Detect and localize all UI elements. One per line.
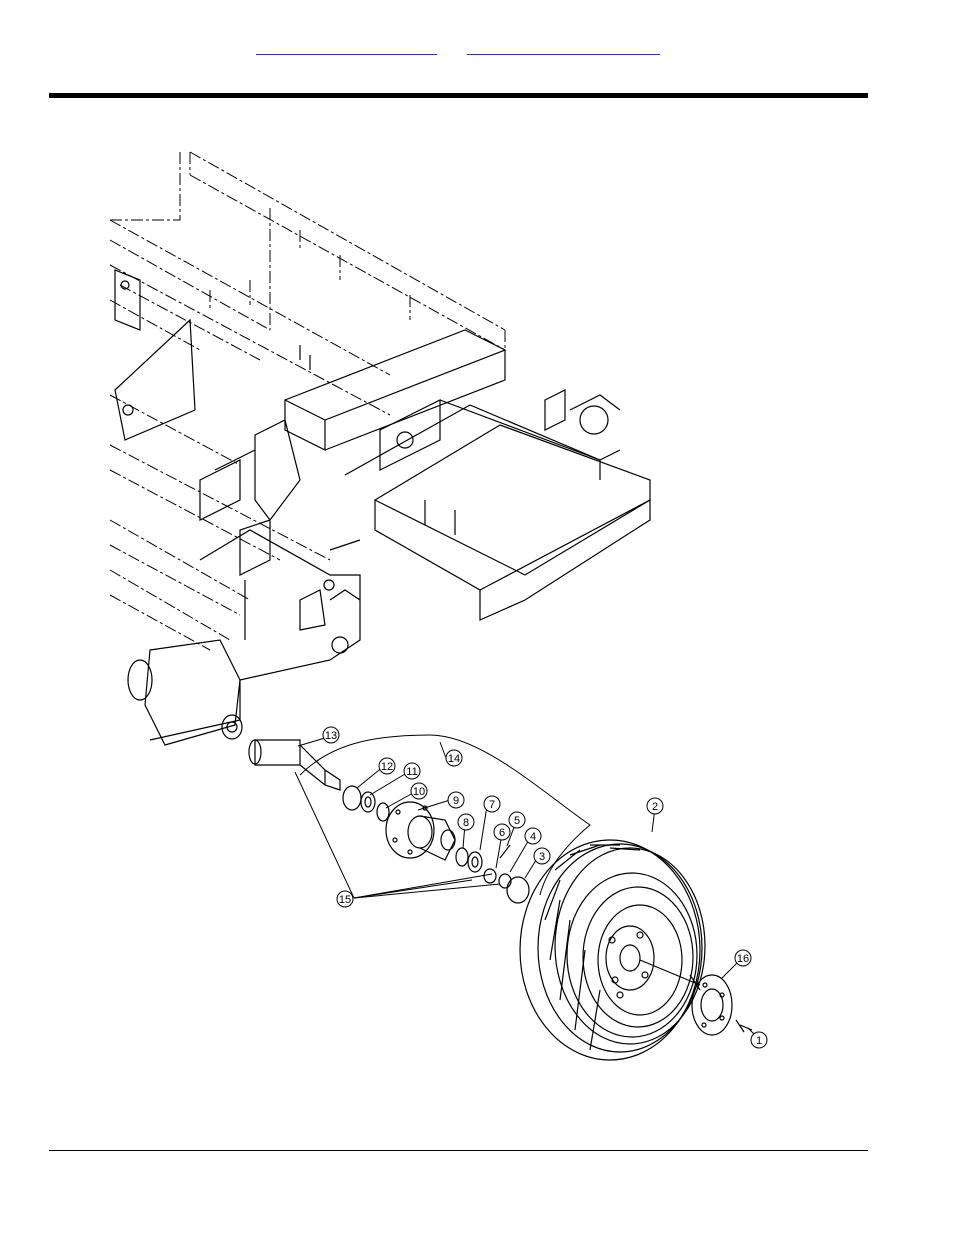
frame-solid-lines [115, 270, 650, 745]
callout-7: 7 [484, 796, 500, 812]
clamp-plate-16 [692, 975, 752, 1035]
callout-15: 15 [337, 891, 353, 907]
svg-text:5: 5 [514, 815, 520, 827]
cup-8 [456, 848, 468, 866]
spindle-part [249, 740, 340, 790]
callout-12: 12 [379, 758, 395, 774]
callout-16: 16 [735, 950, 751, 966]
callout-2: 2 [647, 798, 663, 814]
pin-5 [500, 845, 510, 858]
svg-text:9: 9 [453, 795, 459, 807]
seal-12 [343, 786, 361, 810]
exploded-parts-diagram: 13 14 12 11 10 9 7 8 5 6 4 3 2 15 16 1 [108, 140, 778, 1075]
callout-8: 8 [458, 814, 474, 830]
svg-text:13: 13 [325, 730, 337, 742]
callout-6: 6 [494, 824, 510, 840]
svg-text:16: 16 [737, 953, 749, 965]
header-link-2[interactable] [467, 38, 660, 55]
bearing-7 [468, 852, 482, 872]
top-rule [49, 93, 868, 98]
svg-text:14: 14 [448, 753, 460, 765]
callout-bubbles: 13 14 12 11 10 9 7 8 5 6 4 3 2 15 16 1 [323, 727, 767, 1048]
wheel-tire [520, 840, 705, 1060]
bottom-rule [49, 1150, 868, 1151]
callout-9: 9 [448, 792, 464, 808]
svg-text:8: 8 [463, 817, 469, 829]
cap-3 [507, 877, 529, 903]
callout-10: 10 [411, 783, 427, 799]
svg-text:1: 1 [756, 1035, 762, 1047]
cup-10 [377, 803, 389, 821]
svg-text:7: 7 [489, 799, 495, 811]
svg-text:6: 6 [499, 827, 505, 839]
callout-1: 1 [751, 1032, 767, 1048]
bearing-11 [361, 792, 375, 812]
svg-text:4: 4 [530, 831, 536, 843]
svg-text:11: 11 [406, 766, 417, 778]
svg-text:3: 3 [539, 851, 545, 863]
callout-5: 5 [509, 812, 525, 828]
svg-text:12: 12 [381, 761, 393, 773]
callout-14: 14 [446, 750, 462, 766]
nut-4 [499, 874, 511, 888]
callout-3: 3 [534, 848, 550, 864]
frame-phantom-lines [110, 152, 505, 650]
header-link-1[interactable] [256, 38, 437, 55]
wheel-assembly-drawing: 13 14 12 11 10 9 7 8 5 6 4 3 2 15 16 1 [108, 140, 778, 1075]
svg-text:2: 2 [652, 801, 658, 813]
callout-11: 11 [404, 763, 420, 779]
kit-14-bracket [300, 735, 590, 895]
svg-text:10: 10 [413, 786, 425, 798]
svg-text:15: 15 [339, 894, 351, 906]
callout-4: 4 [525, 828, 541, 844]
callout-13: 13 [323, 727, 339, 743]
washer-6 [484, 869, 496, 883]
